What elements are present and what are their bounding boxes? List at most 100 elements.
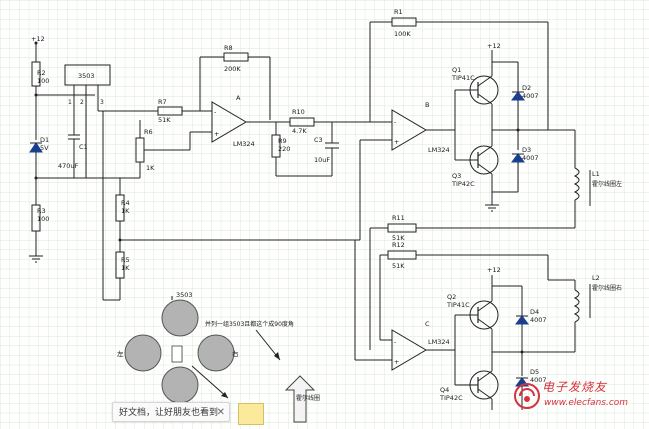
r2-val: 100: [37, 77, 49, 85]
r3-val: 100: [37, 215, 49, 223]
d5-ref: D5: [530, 368, 539, 376]
l1-ref: L1: [592, 170, 600, 178]
svg-text:+: +: [214, 130, 219, 138]
sensor-left-dir: 左: [117, 349, 124, 358]
c1-val: 470uF: [58, 162, 79, 170]
transistor-q1: [469, 75, 499, 105]
r12-val: 51K: [392, 262, 405, 270]
r5-ref: R5: [121, 256, 130, 264]
c1-ref: C1: [79, 143, 88, 151]
opamp-b-val: LM324: [428, 146, 450, 154]
l1-val: 霍尔线圈左: [592, 180, 622, 188]
watermark: 电子发烧友 www.elecfans.com: [512, 375, 642, 423]
d3-ref: D3: [522, 146, 531, 154]
svg-text:-: -: [394, 338, 397, 346]
r11-val: 51K: [392, 234, 405, 242]
sensor-note: 并列一组3503且都这个成90度角: [205, 320, 294, 328]
output-stage-top: Q1 TIP41C Q3 TIP42C +12 D2 4007 D3 4007: [451, 42, 575, 212]
r5-val: 1K: [121, 264, 130, 272]
r4-ref: R4: [121, 199, 130, 207]
l2-ref: L2: [592, 274, 600, 282]
up-arrow-shape: [284, 375, 316, 423]
coil-l1: [573, 167, 580, 201]
opamp-a: [211, 101, 247, 143]
r9-ref: R9: [278, 137, 287, 145]
ic-label: 3503: [78, 72, 95, 80]
sensor-illustration: 3503 左 右 并列一组3503且都这个成90度角 霍尔线圈: [117, 291, 320, 423]
r3-ref: R3: [37, 207, 46, 215]
svg-text:+: +: [394, 138, 399, 146]
r8-ref: R8: [224, 44, 233, 52]
q1-val: TIP41C: [451, 74, 475, 82]
transistor-q2: [469, 300, 499, 330]
r10-val: 4.7K: [292, 127, 307, 135]
q4-ref: Q4: [440, 386, 449, 394]
share-button[interactable]: [238, 403, 264, 425]
r6-ref: R6: [144, 128, 153, 136]
close-icon[interactable]: ✕: [216, 407, 225, 418]
d4-ref: D4: [530, 308, 539, 316]
transistor-q4: [469, 370, 499, 400]
r7-val: 51K: [158, 116, 171, 124]
transistor-q3: [469, 145, 499, 175]
l2-val: 霍尔线圈右: [592, 284, 622, 292]
pin1: 1: [68, 99, 72, 106]
arrow-label: 霍尔线圈: [296, 394, 320, 402]
d1-ref: D1: [40, 136, 49, 144]
opamp-c-val: LM324: [428, 338, 450, 346]
sensor-top-dir: 3503: [176, 291, 193, 299]
r11-ref: R11: [392, 214, 405, 222]
q1-ref: Q1: [452, 66, 461, 74]
svg-text:-: -: [214, 108, 217, 116]
pin2: 2: [80, 99, 84, 106]
d3-val: 4007: [522, 154, 539, 162]
r7-ref: R7: [158, 98, 167, 106]
d1-val: 5V: [40, 144, 49, 152]
c3-val: 10uF: [314, 156, 330, 164]
opamp-b-ref: B: [425, 101, 429, 109]
pin3: 3: [100, 99, 104, 106]
supply-q1: +12: [487, 42, 501, 50]
r12-ref: R12: [392, 241, 405, 249]
q2-ref: Q2: [447, 293, 456, 301]
hall-disk-top: [161, 299, 199, 337]
r1-val: 100K: [394, 30, 411, 38]
svg-text:-: -: [394, 118, 397, 126]
r10-ref: R10: [292, 108, 305, 116]
supply-q2: +12: [487, 266, 501, 274]
feedback-r11-r12: R11 51K R12 51K: [369, 214, 549, 350]
hall-disk-bottom: [161, 366, 199, 404]
r6-val: 1K: [146, 164, 155, 172]
watermark-url: www.elecfans.com: [544, 398, 629, 408]
r9-val: 220: [278, 145, 290, 153]
d2-val: 4007: [522, 92, 539, 100]
left-supply: +12 R2 100 D1 5V R3 100: [29, 35, 115, 263]
r4-val: 1K: [121, 207, 130, 215]
opamp-c-ref: C: [425, 320, 430, 328]
share-bar: 好文档，让好朋友也看到 ✕: [112, 402, 230, 422]
q2-val: TIP41C: [446, 301, 470, 309]
filter-stage: R10 4.7K R9 220 C3 10uF: [270, 108, 370, 177]
hall-ic-3503: 3503 1 2 3 C1 470uF: [58, 64, 130, 301]
svg-text:+: +: [394, 358, 399, 366]
q3-ref: Q3: [452, 172, 461, 180]
opamp-b: [391, 109, 427, 151]
hall-disk-right: [197, 334, 235, 372]
q3-val: TIP42C: [451, 180, 475, 188]
opamp-c: [391, 329, 427, 371]
d5-val: 4007: [530, 376, 547, 384]
opamp-a-val: LM324: [233, 140, 255, 148]
supply-label: +12: [31, 35, 45, 43]
q4-val: TIP42C: [439, 394, 463, 402]
center-chip: [171, 345, 183, 363]
share-bar-text: 好文档，让好朋友也看到: [119, 408, 219, 418]
watermark-text: 电子发烧友: [542, 380, 608, 394]
opamp-b-stage: R1 100K - + B LM324: [359, 8, 549, 240]
r2-ref: R2: [37, 69, 46, 77]
opamp-a-stage: R7 51K R8 200K - + A LM324 R6 1K R4 1K: [115, 44, 360, 300]
r8-val: 200K: [224, 65, 241, 73]
d2-ref: D2: [522, 84, 531, 92]
c3-ref: C3: [314, 136, 323, 144]
